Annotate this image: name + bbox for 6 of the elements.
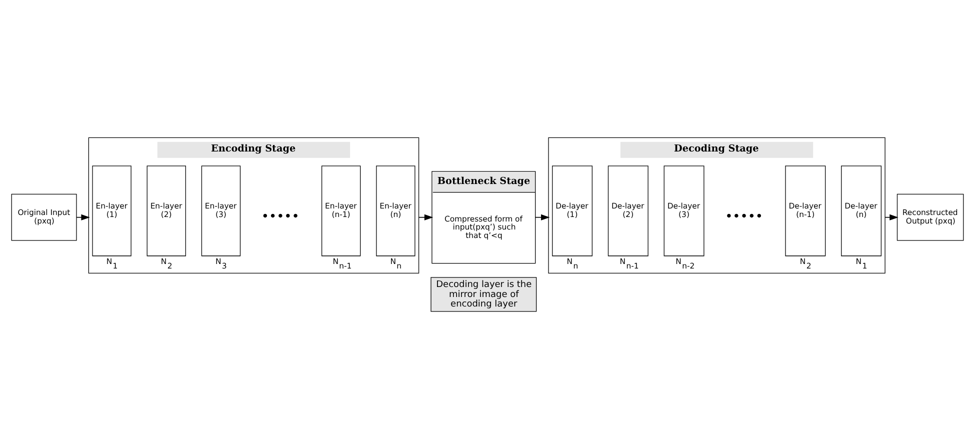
arrow [884, 214, 898, 220]
label: ••••• [725, 210, 763, 225]
label: ••••• [261, 210, 300, 225]
arrow [418, 214, 434, 220]
node-box: Decoding layer is the mirror image of encoding layer [430, 277, 537, 312]
arrow [534, 214, 550, 220]
